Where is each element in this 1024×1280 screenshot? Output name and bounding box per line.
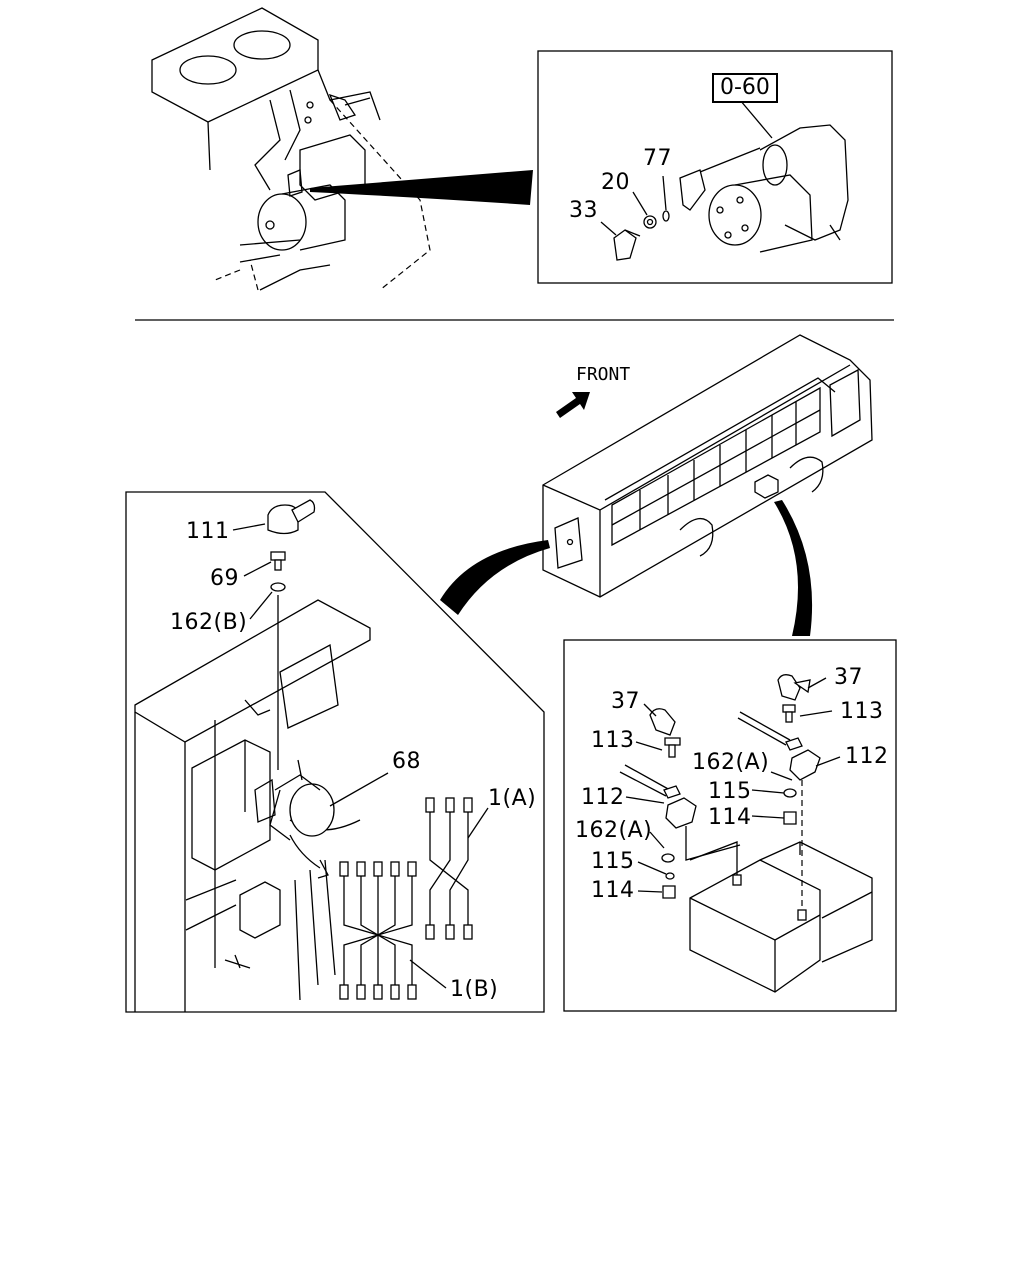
cable-set-1b <box>339 861 417 1000</box>
inset-frame-battery-switch <box>125 491 545 1013</box>
front-arrow <box>556 392 590 418</box>
battery-box-sketch <box>134 599 371 1012</box>
callout-113-right: 113 <box>840 699 884 724</box>
inset-frame-starter <box>537 50 893 284</box>
terminal-parts-right <box>737 674 821 825</box>
leader-wedge-right <box>774 500 813 636</box>
part-162b-washer <box>270 582 286 592</box>
callout-114-lower: 114 <box>591 878 635 903</box>
bus-outline <box>542 334 873 598</box>
part-68-switch <box>254 759 335 879</box>
callout-162b: 162(B) <box>170 610 248 635</box>
reference-box-label: 0-60 <box>712 73 778 103</box>
callout-112-left: 112 <box>581 785 625 810</box>
callout-77: 77 <box>643 146 672 171</box>
cable-set-1a <box>425 797 473 940</box>
callout-68: 68 <box>392 749 421 774</box>
part-69-bolt <box>270 551 286 571</box>
callout-162a-lower: 162(A) <box>575 818 653 843</box>
leader-wedge-top <box>310 170 533 205</box>
starter-motor-sketch <box>679 124 849 253</box>
callout-113-left: 113 <box>591 728 635 753</box>
callout-1a: 1(A) <box>488 786 537 811</box>
callout-20: 20 <box>601 170 630 195</box>
callout-115-upper: 115 <box>708 779 752 804</box>
inset-frame-battery-terminals <box>563 639 897 1012</box>
callout-33: 33 <box>569 198 598 223</box>
callout-114-upper: 114 <box>708 805 752 830</box>
callout-69: 69 <box>210 566 239 591</box>
leader-wedge-left <box>440 540 550 615</box>
callout-112-right: 112 <box>845 744 889 769</box>
engine-block-sketch <box>151 7 431 291</box>
callout-37-right: 37 <box>834 665 863 690</box>
part-111-cap <box>267 499 316 535</box>
callout-111: 111 <box>186 519 230 544</box>
callout-162a-upper: 162(A) <box>692 750 770 775</box>
terminal-nut-parts <box>613 210 670 261</box>
callout-1b: 1(B) <box>450 977 499 1002</box>
callout-37-left: 37 <box>611 689 640 714</box>
callout-115-lower: 115 <box>591 849 635 874</box>
front-direction-label: FRONT <box>576 364 631 385</box>
